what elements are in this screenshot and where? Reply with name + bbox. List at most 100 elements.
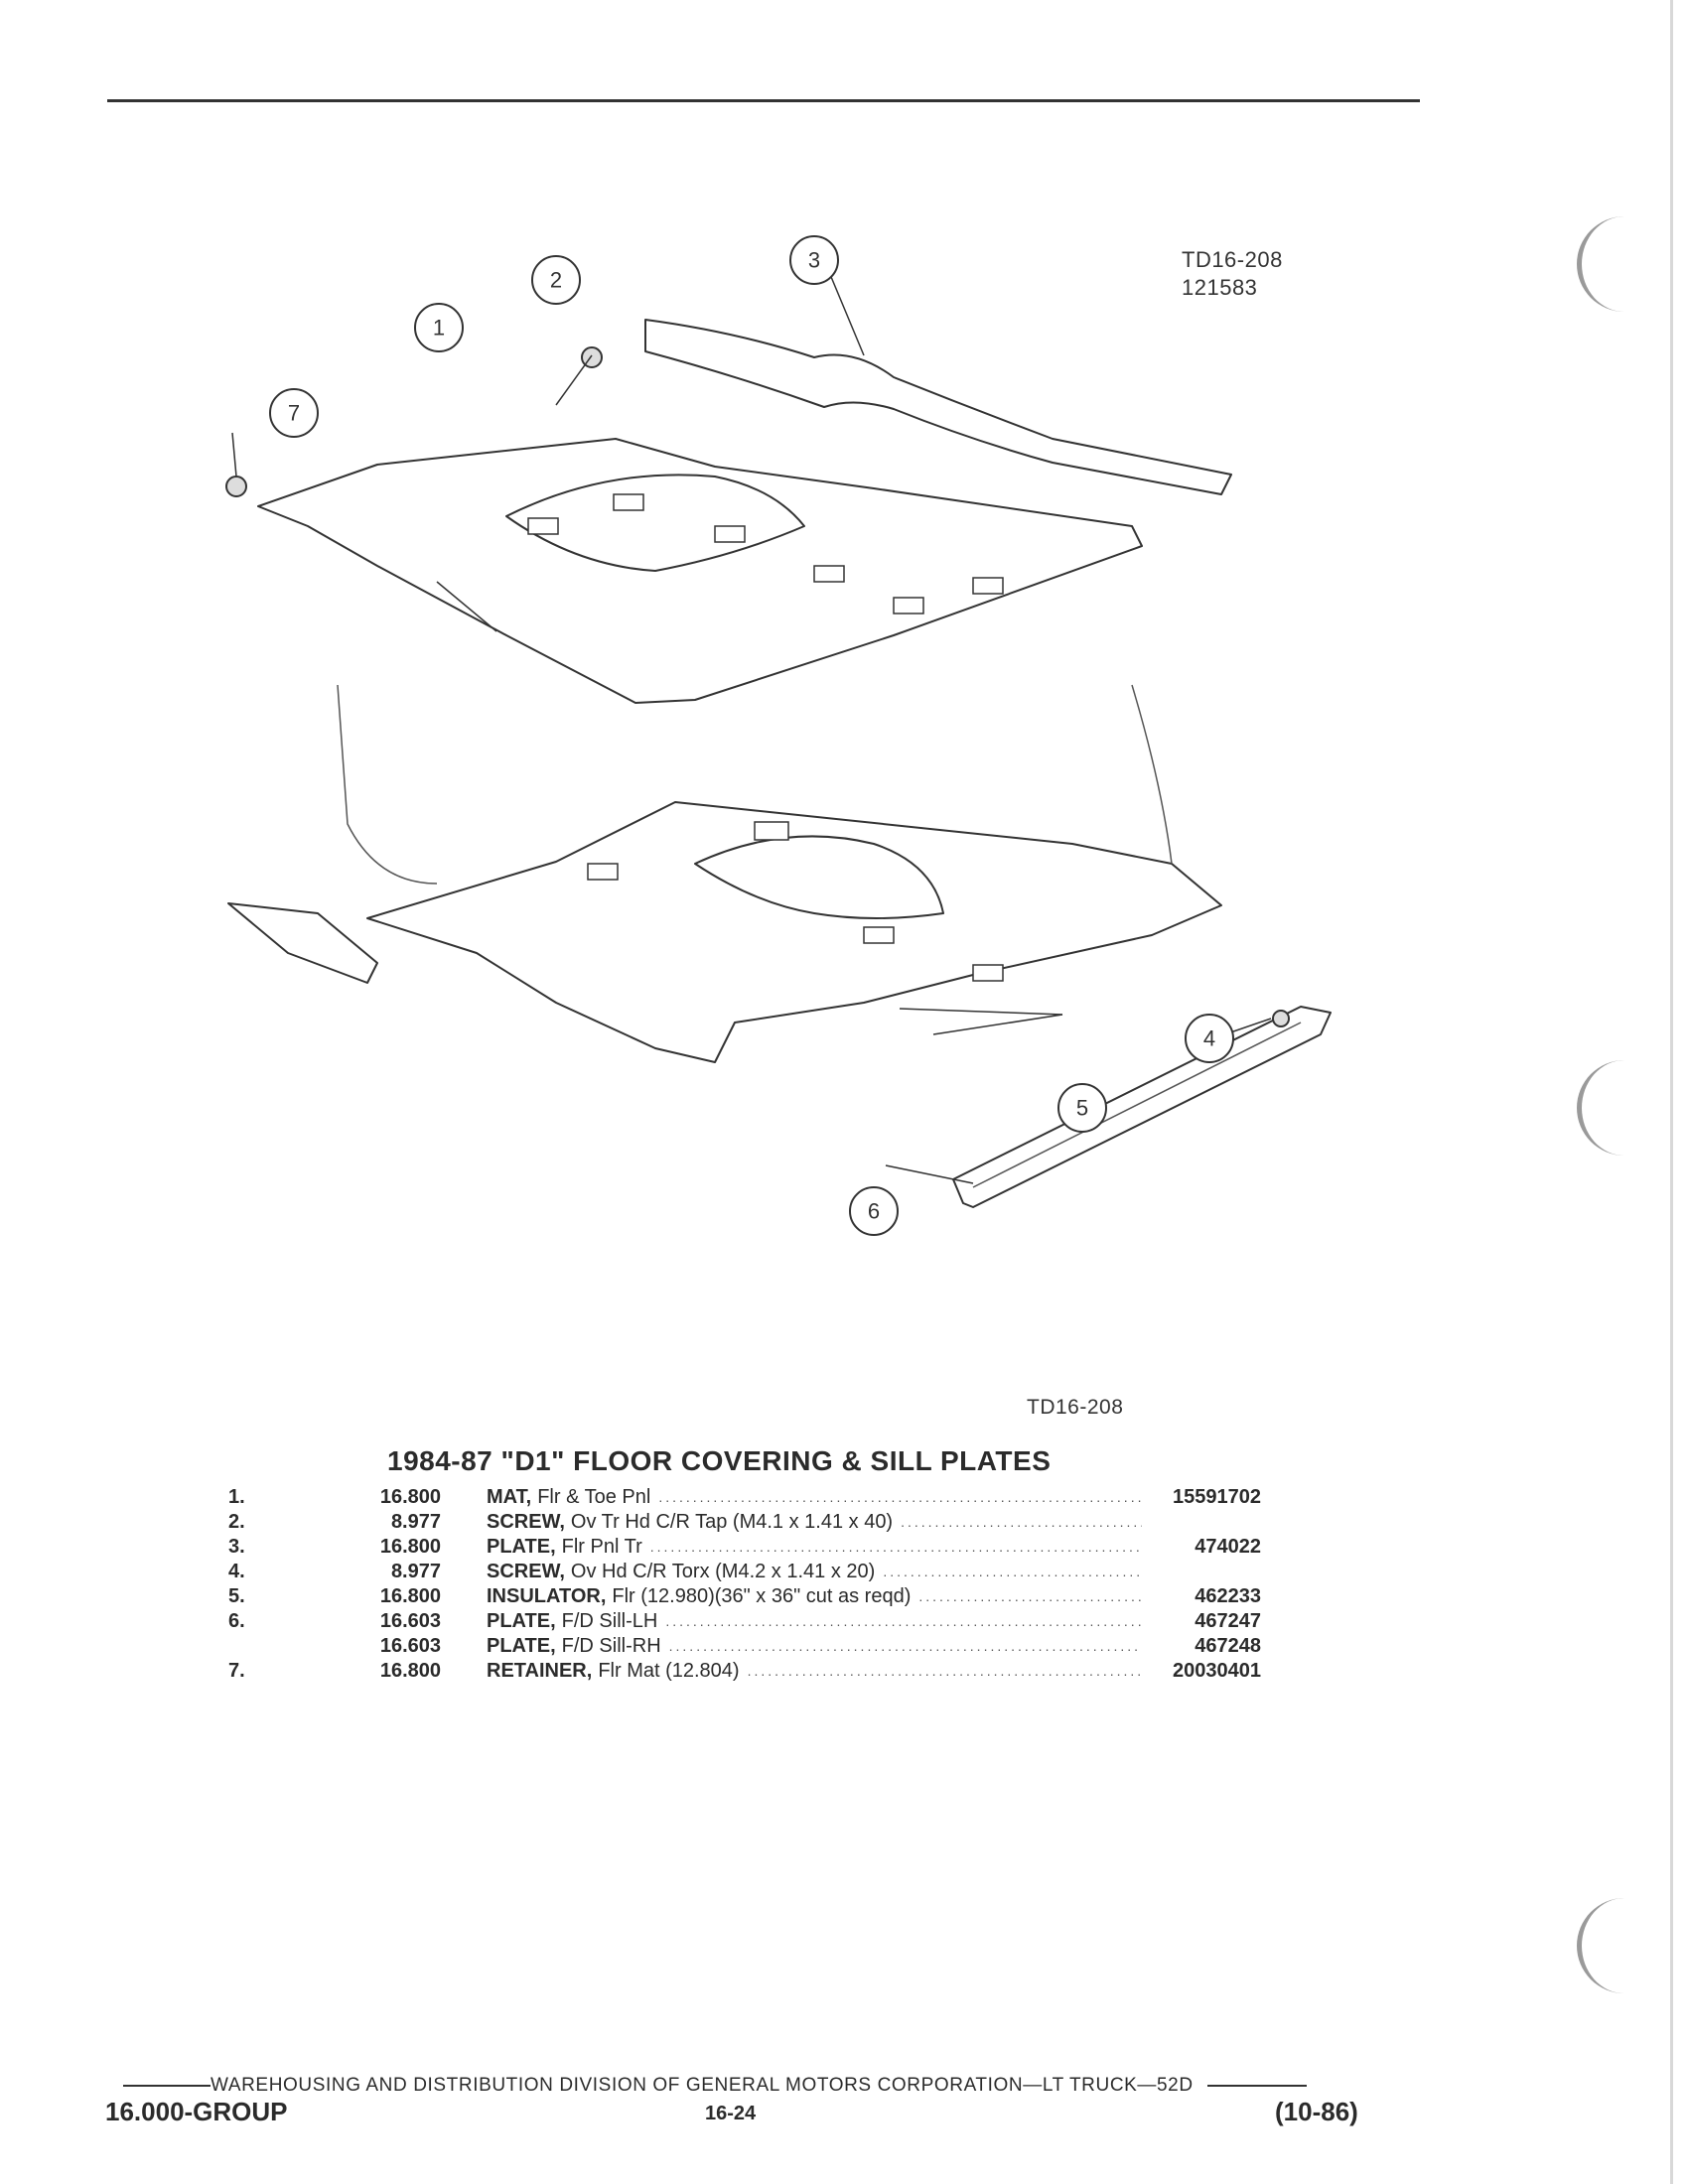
item-detail: Flr & Toe Pnl — [537, 1486, 651, 1508]
list-item: 16.603 PLATE, F/D Sill-RH 467248 — [228, 1634, 1261, 1659]
item-description: PLATE, F/D Sill-RH — [487, 1634, 1142, 1659]
item-description: PLATE, F/D Sill-LH — [487, 1609, 1142, 1634]
callout-5: 5 — [1057, 1083, 1107, 1133]
item-description: RETAINER, Flr Mat (12.804) — [487, 1659, 1142, 1684]
floor-mat-tunnel — [505, 474, 805, 572]
callout-2: 2 — [531, 255, 581, 305]
item-group: 16.800 — [379, 1486, 441, 1508]
item-detail: Ov Tr Hd C/R Tap (M4.1 x 1.41 x 40) — [570, 1511, 894, 1533]
item-group: 8.977 — [390, 1511, 441, 1533]
item-index: 7. — [228, 1660, 245, 1682]
list-item: 4. 8.977 SCREW, Ov Hd C/R Torx (M4.2 x 1… — [228, 1560, 1261, 1584]
item-description: MAT, Flr & Toe Pnl — [487, 1485, 1142, 1510]
binder-hole-middle — [1577, 1060, 1629, 1156]
header-rule — [107, 99, 1420, 102]
figure-code-block: TD16-208 121583 — [1182, 246, 1283, 302]
cab-pillar-right — [1131, 684, 1173, 865]
binder-edge — [1670, 0, 1673, 2184]
footer-rule-right — [1206, 2085, 1307, 2087]
footer-rule-left — [123, 2085, 211, 2087]
page-number: 16-24 — [705, 2103, 757, 2124]
svg-text:4: 4 — [1203, 1026, 1215, 1051]
dot-leader — [901, 1510, 1142, 1535]
dot-leader — [665, 1609, 1142, 1634]
item-description: PLATE, Flr Pnl Tr — [487, 1535, 1142, 1560]
item-name: PLATE, — [487, 1536, 556, 1558]
callout-4: 4 — [1185, 1014, 1234, 1063]
floor-mat — [257, 438, 1143, 704]
dot-leader — [669, 1634, 1142, 1659]
item-description: INSULATOR, Flr (12.980)(36" x 36" cut as… — [487, 1584, 1142, 1609]
item-index: 3. — [228, 1536, 245, 1558]
item-part-number: 15591702 — [1173, 1486, 1261, 1508]
dot-leader — [658, 1485, 1142, 1510]
svg-text:3: 3 — [808, 248, 820, 273]
figure-label: TD16-208 — [1027, 1396, 1124, 1419]
item-name: MAT, — [487, 1486, 532, 1508]
item-part-number: 20030401 — [1173, 1660, 1261, 1682]
item-name: SCREW, — [487, 1561, 565, 1582]
item-part-number: 462233 — [1195, 1585, 1261, 1607]
list-item: 3. 16.800 PLATE, Flr Pnl Tr 474022 — [228, 1535, 1261, 1560]
parts-list-title: 1984-87 "D1" FLOOR COVERING & SILL PLATE… — [387, 1445, 1052, 1476]
list-item: 5. 16.800 INSULATOR, Flr (12.980)(36" x … — [228, 1584, 1261, 1609]
footer-date: (10-86) — [1275, 2097, 1358, 2126]
item-group: 16.603 — [379, 1610, 441, 1632]
item-part-number: 467248 — [1195, 1635, 1261, 1657]
item-group: 16.603 — [379, 1635, 441, 1657]
item-name: SCREW, — [487, 1511, 565, 1533]
item-part-number: 474022 — [1195, 1536, 1261, 1558]
parts-list: 1. 16.800 MAT, Flr & Toe Pnl 15591702 2.… — [228, 1485, 1261, 1684]
binder-hole-bottom — [1577, 1898, 1629, 1993]
svg-text:5: 5 — [1076, 1096, 1088, 1121]
item-name: PLATE, — [487, 1635, 556, 1657]
dot-leader — [883, 1560, 1142, 1584]
svg-text:2: 2 — [550, 268, 562, 293]
list-item: 1. 16.800 MAT, Flr & Toe Pnl 15591702 — [228, 1485, 1261, 1510]
item-description: SCREW, Ov Hd C/R Torx (M4.2 x 1.41 x 20) — [487, 1560, 1142, 1584]
item-group: 16.800 — [379, 1536, 441, 1558]
item-name: PLATE, — [487, 1610, 556, 1632]
sill-plate — [952, 1006, 1332, 1208]
item-part-number: 467247 — [1195, 1610, 1261, 1632]
dot-leader — [748, 1659, 1142, 1684]
svg-text:6: 6 — [868, 1199, 880, 1224]
svg-text:1: 1 — [433, 316, 445, 341]
binder-hole-top — [1577, 216, 1629, 312]
callout-3: 3 — [789, 235, 839, 285]
list-item: 6. 16.603 PLATE, F/D Sill-LH 467247 — [228, 1609, 1261, 1634]
cab-pillar-left — [337, 684, 438, 885]
figure-date-code: 121583 — [1182, 275, 1258, 300]
item-detail: F/D Sill-RH — [561, 1635, 661, 1657]
item-index: 6. — [228, 1610, 245, 1632]
trim-plate — [644, 319, 1232, 495]
item-detail: F/D Sill-LH — [561, 1610, 658, 1632]
item-detail: Flr (12.980)(36" x 36" cut as reqd) — [612, 1585, 912, 1607]
footer-group: 16.000-GROUP — [105, 2097, 288, 2126]
item-group: 8.977 — [390, 1561, 441, 1582]
list-item: 2. 8.977 SCREW, Ov Tr Hd C/R Tap (M4.1 x… — [228, 1510, 1261, 1535]
list-item: 7. 16.800 RETAINER, Flr Mat (12.804) 200… — [228, 1659, 1261, 1684]
item-index: 2. — [228, 1511, 245, 1533]
item-group: 16.800 — [379, 1660, 441, 1682]
item-detail: Flr Pnl Tr — [561, 1536, 642, 1558]
callout-7: 7 — [269, 388, 319, 438]
callout-1: 1 — [414, 303, 464, 352]
item-index: 1. — [228, 1486, 245, 1508]
figure-code: TD16-208 — [1182, 247, 1283, 272]
footer-division: WAREHOUSING AND DISTRIBUTION DIVISION OF… — [211, 2075, 1194, 2096]
sill-groove — [972, 1022, 1302, 1188]
retainer-7-icon — [225, 476, 247, 497]
callout-6: 6 — [849, 1186, 899, 1236]
item-name: RETAINER, — [487, 1660, 593, 1682]
item-detail: Ov Hd C/R Torx (M4.2 x 1.41 x 20) — [570, 1561, 876, 1582]
footer-division-line: WAREHOUSING AND DISTRIBUTION DIVISION OF… — [123, 2075, 1384, 2097]
exploded-view-illustration: 1 2 3 4 5 6 7 — [225, 235, 1332, 1236]
item-index: 5. — [228, 1585, 245, 1607]
lh-toe-flap — [227, 902, 378, 984]
item-detail: Flr Mat (12.804) — [598, 1660, 740, 1682]
dot-leader — [650, 1535, 1142, 1560]
item-description: SCREW, Ov Tr Hd C/R Tap (M4.1 x 1.41 x 4… — [487, 1510, 1142, 1535]
item-name: INSULATOR, — [487, 1585, 607, 1607]
dot-leader — [918, 1584, 1142, 1609]
